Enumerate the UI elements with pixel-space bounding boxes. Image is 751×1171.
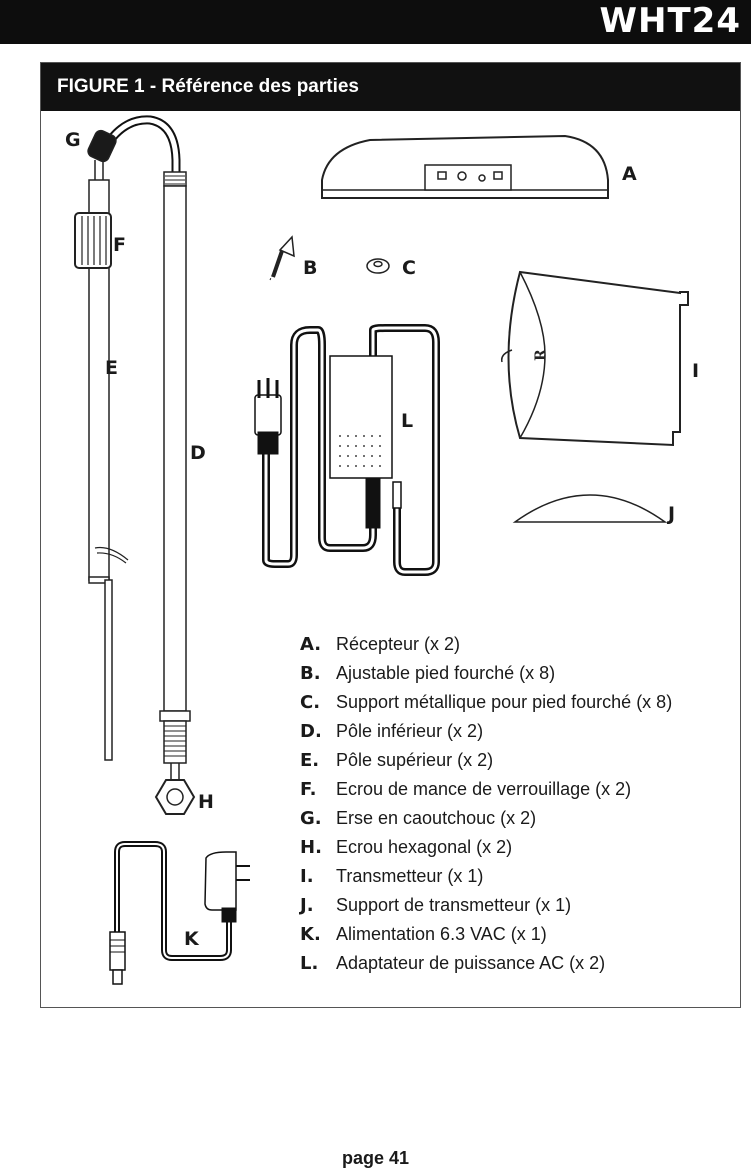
transmitter-illustration: R <box>500 270 689 447</box>
part-description: Ecrou hexagonal (x 2) <box>336 837 513 857</box>
list-item: F. Ecrou de mance de verrouillage (x 2) <box>300 775 672 804</box>
model-name: WHT24 <box>599 1 741 41</box>
list-item: J. Support de transmetteur (x 1) <box>300 891 672 920</box>
callout-c: C <box>402 257 416 279</box>
part-description: Pôle inférieur (x 2) <box>336 721 484 741</box>
parts-list: A. Récepteur (x 2) B. Ajustable pied fourc… <box>300 630 672 978</box>
part-letter: L. <box>300 953 319 974</box>
callout-j: J <box>668 503 676 525</box>
part-description: Support de transmetteur (x 1) <box>336 895 572 915</box>
part-letter: C. <box>300 692 321 713</box>
list-item: E. Pôle supérieur (x 2) <box>300 746 672 775</box>
part-description: Transmetteur (x 1) <box>336 866 484 886</box>
callout-b: B <box>303 257 318 279</box>
list-item: D. Pôle inférieur (x 2) <box>300 717 672 746</box>
list-item: G. Erse en caoutchouc (x 2) <box>300 804 672 833</box>
part-description: Erse en caoutchouc (x 2) <box>336 808 537 828</box>
part-description: Ecrou de mance de verrouillage (x 2) <box>336 779 632 799</box>
list-item: B. Ajustable pied fourché (x 8) <box>300 659 672 688</box>
callout-e: E <box>105 357 118 379</box>
parts-illustration: R <box>74 115 689 985</box>
part-letter: H. <box>300 837 322 858</box>
part-description: Ajustable pied fourché (x 8) <box>336 663 556 683</box>
part-description: Adaptateur de puissance AC (x 2) <box>336 953 606 973</box>
callout-a: A <box>622 163 637 185</box>
list-item: C. Support métallique pour pied fourché (… <box>300 688 672 717</box>
figure-panel: FIGURE 1 - Référence des parties <box>40 62 741 1008</box>
lower-pole-illustration <box>154 171 196 815</box>
part-letter: D. <box>300 721 322 742</box>
part-letter: B. <box>300 663 321 684</box>
callout-l: L <box>401 410 414 432</box>
part-letter: K. <box>300 924 321 945</box>
upper-pole-illustration <box>74 115 181 761</box>
part-letter: J. <box>300 895 314 916</box>
callout-d: D <box>190 442 206 464</box>
power-supply-illustration <box>109 841 250 985</box>
receiver-illustration <box>321 134 609 199</box>
part-description: Pôle supérieur (x 2) <box>336 750 494 770</box>
page-number: page 41 <box>341 1148 410 1168</box>
list-item: A. Récepteur (x 2) <box>300 630 672 659</box>
part-description: Récepteur (x 2) <box>336 634 461 654</box>
callout-g: G <box>65 129 81 151</box>
callout-h: H <box>198 791 214 813</box>
spike-illustration <box>269 235 295 281</box>
bracket-illustration <box>366 258 390 274</box>
part-letter: G. <box>300 808 322 829</box>
list-item: H. Ecrou hexagonal (x 2) <box>300 833 672 862</box>
list-item: K. Alimentation 6.3 VAC (x 1) <box>300 920 672 949</box>
ac-adapter-illustration <box>254 324 440 576</box>
callout-k: K <box>184 928 199 950</box>
part-letter: A. <box>300 634 322 655</box>
list-item: I. Transmetteur (x 1) <box>300 862 672 891</box>
part-letter: I. <box>300 866 314 887</box>
header-bar: WHT24 <box>0 0 751 44</box>
part-letter: F. <box>300 779 317 800</box>
callout-i: I <box>692 360 700 382</box>
list-item: L. Adaptateur de puissance AC (x 2) <box>300 949 672 978</box>
callout-f: F <box>113 234 126 256</box>
svg-text:R: R <box>533 349 549 361</box>
part-description: Support métallique pour pied fourché (x … <box>336 692 673 712</box>
part-description: Alimentation 6.3 VAC (x 1) <box>336 924 547 944</box>
part-letter: E. <box>300 750 320 771</box>
figure-title: FIGURE 1 - Référence des parties <box>41 63 740 111</box>
transmitter-support-illustration <box>512 494 668 523</box>
